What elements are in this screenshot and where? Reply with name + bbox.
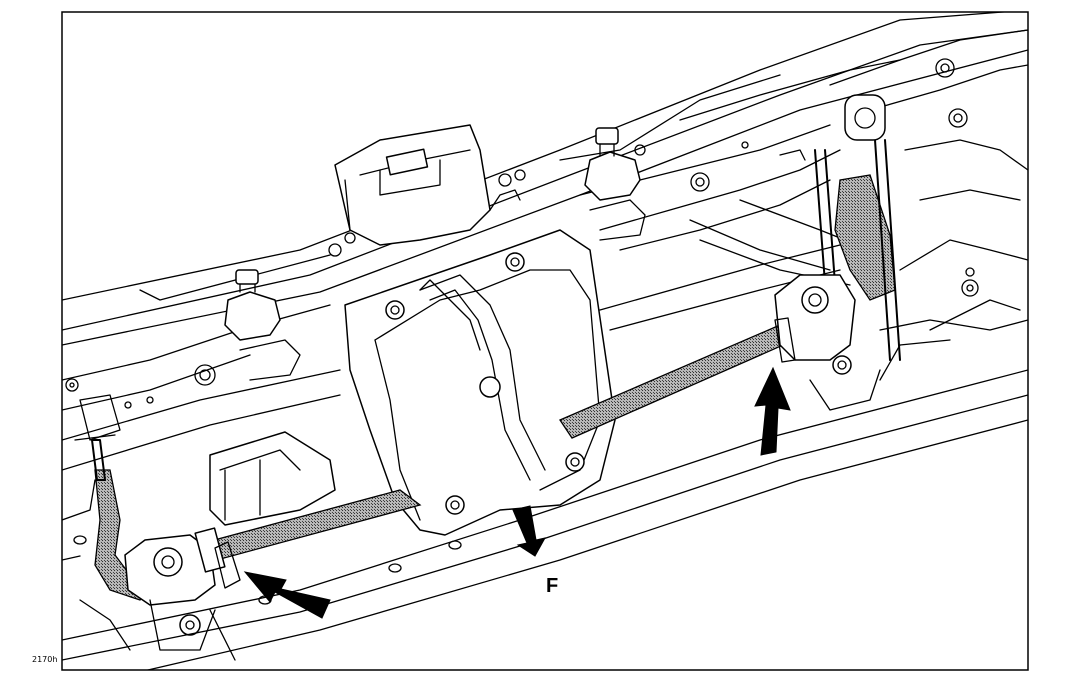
arrow-right-clamp: [754, 366, 791, 456]
subframe-drawing: [62, 12, 1028, 670]
figure-code: 2170h: [32, 655, 57, 664]
arrow-left-clamp: [243, 571, 331, 619]
arrow-front-direction: [512, 505, 546, 557]
direction-label: F: [546, 575, 558, 597]
